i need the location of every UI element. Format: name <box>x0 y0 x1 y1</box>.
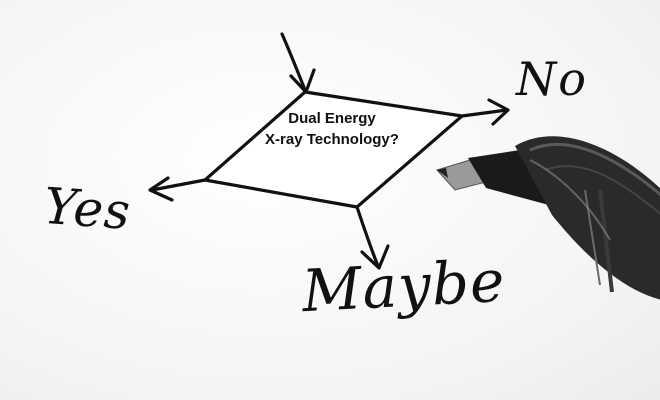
no-arrowhead <box>487 98 510 126</box>
maybe-arrow <box>355 205 380 268</box>
incoming-arrow <box>280 32 307 92</box>
outcome-yes-label: Yes <box>42 177 133 241</box>
maybe-arrowhead <box>360 244 390 270</box>
pen-icon <box>436 136 660 300</box>
decision-label-line2: X-ray Technology? <box>265 131 399 148</box>
decision-label: Dual Energy X-ray Technology? <box>232 108 432 150</box>
no-arrow <box>460 108 509 118</box>
decision-label-line1: Dual Energy <box>288 110 376 127</box>
yes-arrowhead <box>148 176 174 202</box>
outcome-maybe-label: Maybe <box>300 246 507 326</box>
outcome-no-label: No <box>516 52 588 106</box>
yes-arrow <box>150 178 207 192</box>
